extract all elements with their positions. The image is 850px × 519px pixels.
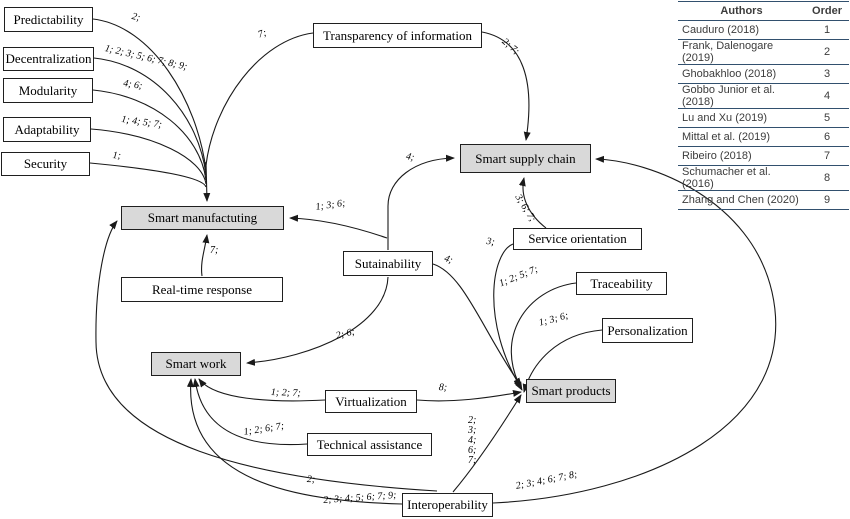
edge-modularity-smart-manufacturing [92, 89, 207, 181]
table-header-row: Authors Order [678, 1, 849, 21]
edge-sustainability-smart-supply-chain [387, 154, 455, 250]
edge-label-security: 1; [112, 150, 122, 162]
authors-column-header: Authors [678, 1, 805, 21]
order-cell: 3 [805, 64, 849, 84]
edge-label-modularity: 4; 6; [122, 78, 144, 92]
table-row: Zhang and Chen (2020)9 [678, 190, 849, 210]
edge-label-virtualization-smart-work: 1; 2; 7; [270, 387, 302, 400]
author-cell: Gobbo Junior et al. (2018) [678, 83, 805, 109]
table-row: Mittal et al. (2019)6 [678, 127, 849, 147]
table-row: Cauduro (2018)1 [678, 20, 849, 40]
edge-label-decentralization: 1; 2; 3; 5; 6; 7; 8; 9; [103, 43, 189, 73]
edge-label-interoperability-manufacturing: 2; [306, 474, 316, 486]
edge-label-transparency-manufacturing: 7; [256, 27, 269, 41]
table-row: Ribeiro (2018)7 [678, 146, 849, 166]
node-smart-supply-chain: Smart supply chain [460, 144, 591, 173]
edge-label-real-time-response: 7; [210, 245, 219, 256]
edge-label-interoperability-supply-chain: 2; 3; 4; 6; 7; 8; [514, 469, 579, 492]
edge-label-virtualization-smart-products: 8; [438, 382, 448, 394]
node-personalization: Personalization [602, 318, 693, 343]
edge-label-service-orientation-supply-chain: 3; 6; 7; [512, 192, 538, 224]
order-cell: 8 [805, 165, 849, 191]
edge-label-traceability: 1; 2; 5; 7; [497, 263, 540, 290]
order-cell: 4 [805, 83, 849, 109]
edge-security-smart-manufacturing [89, 162, 207, 188]
edge-virtualization-smart-work [198, 378, 326, 402]
node-technical-assistance: Technical assistance [307, 433, 432, 456]
order-column-header: Order [805, 1, 849, 21]
order-cell: 1 [805, 20, 849, 40]
node-service-orientation: Service orientation [513, 228, 642, 250]
node-virtualization: Virtualization [325, 390, 417, 413]
edge-sustainability-smart-manufacturing [289, 214, 388, 239]
edge-adaptability-smart-manufacturing [90, 128, 207, 185]
edge-service-orientation-smart-products [493, 243, 522, 389]
edge-label-service-orientation-smart-products: 3; [485, 236, 496, 249]
order-cell: 5 [805, 108, 849, 128]
node-interoperability: Interoperability [402, 493, 493, 517]
edge-label-adaptability: 1; 4; 5; 7; [120, 114, 163, 131]
node-smart-manufacturing: Smart manufactuting [121, 206, 284, 230]
order-cell: 2 [805, 39, 849, 65]
table-row: Frank, Dalenogare (2019)2 [678, 39, 849, 65]
edge-label-interoperability-smart-products: 2; 3; 4; 6; 7; [468, 415, 477, 466]
author-cell: Frank, Dalenogare (2019) [678, 39, 805, 65]
node-modularity: Modularity [3, 78, 93, 103]
author-cell: Schumacher et al. (2016) [678, 165, 805, 191]
order-cell: 7 [805, 146, 849, 166]
node-security: Security [1, 152, 90, 176]
edge-predictability-smart-manufacturing [92, 18, 207, 171]
edge-label-transparency-supply-chain: 2; 7; [499, 36, 522, 57]
node-adaptability: Adaptability [3, 117, 91, 142]
table-row: Ghobakhloo (2018)3 [678, 64, 849, 84]
edge-transparency-smart-manufacturing [205, 32, 314, 166]
node-traceability: Traceability [576, 272, 667, 295]
edge-label-sustainability-smart-work: 2; 6; [334, 326, 357, 342]
table-row: Lu and Xu (2019)5 [678, 108, 849, 128]
table-row: Gobbo Junior et al. (2018)4 [678, 83, 849, 109]
edge-convergence-arrow [203, 161, 211, 202]
author-cell: Mittal et al. (2019) [678, 127, 805, 147]
node-smart-products: Smart products [526, 379, 616, 403]
author-cell: Ghobakhloo (2018) [678, 64, 805, 84]
edge-label-sustainability-supply-chain: 4; [404, 151, 416, 164]
edge-decentralization-smart-manufacturing [93, 57, 207, 176]
edge-label-interoperability-smart-work: 2; 3; 4; 5; 6; 7; 9; [322, 489, 397, 506]
node-real-time-response: Real-time response [121, 277, 283, 302]
table-row: Schumacher et al. (2016)8 [678, 165, 849, 191]
node-predictability: Predictability [4, 7, 93, 32]
edge-virtualization-smart-products [416, 389, 522, 402]
author-cell: Zhang and Chen (2020) [678, 190, 805, 210]
author-cell: Cauduro (2018) [678, 20, 805, 40]
edge-label-sustainability-manufacturing: 1; 3; 6; [314, 197, 347, 213]
order-cell: 9 [805, 190, 849, 210]
edge-label-predictability: 2; [130, 11, 142, 24]
node-sustainability: Sutainability [343, 251, 433, 276]
author-cell: Ribeiro (2018) [678, 146, 805, 166]
edge-label-personalization: 1; 3; 6; [537, 310, 570, 329]
edge-real-time-response-smart-manufacturing [201, 234, 210, 277]
node-decentralization: Decentralization [3, 47, 94, 71]
edge-label-sustainability-smart-products: 4; [442, 253, 455, 267]
author-cell: Lu and Xu (2019) [678, 108, 805, 128]
authors-table: Authors Order Cauduro (2018)1 Frank, Dal… [678, 1, 849, 210]
edge-traceability-smart-products [510, 282, 577, 391]
order-cell: 6 [805, 127, 849, 147]
edge-interoperability-smart-products [452, 394, 522, 493]
node-transparency-of-information: Transparency of information [313, 23, 482, 48]
edge-label-technical-assistance: 1; 2; 6; 7; [242, 420, 285, 438]
node-smart-work: Smart work [151, 352, 241, 376]
